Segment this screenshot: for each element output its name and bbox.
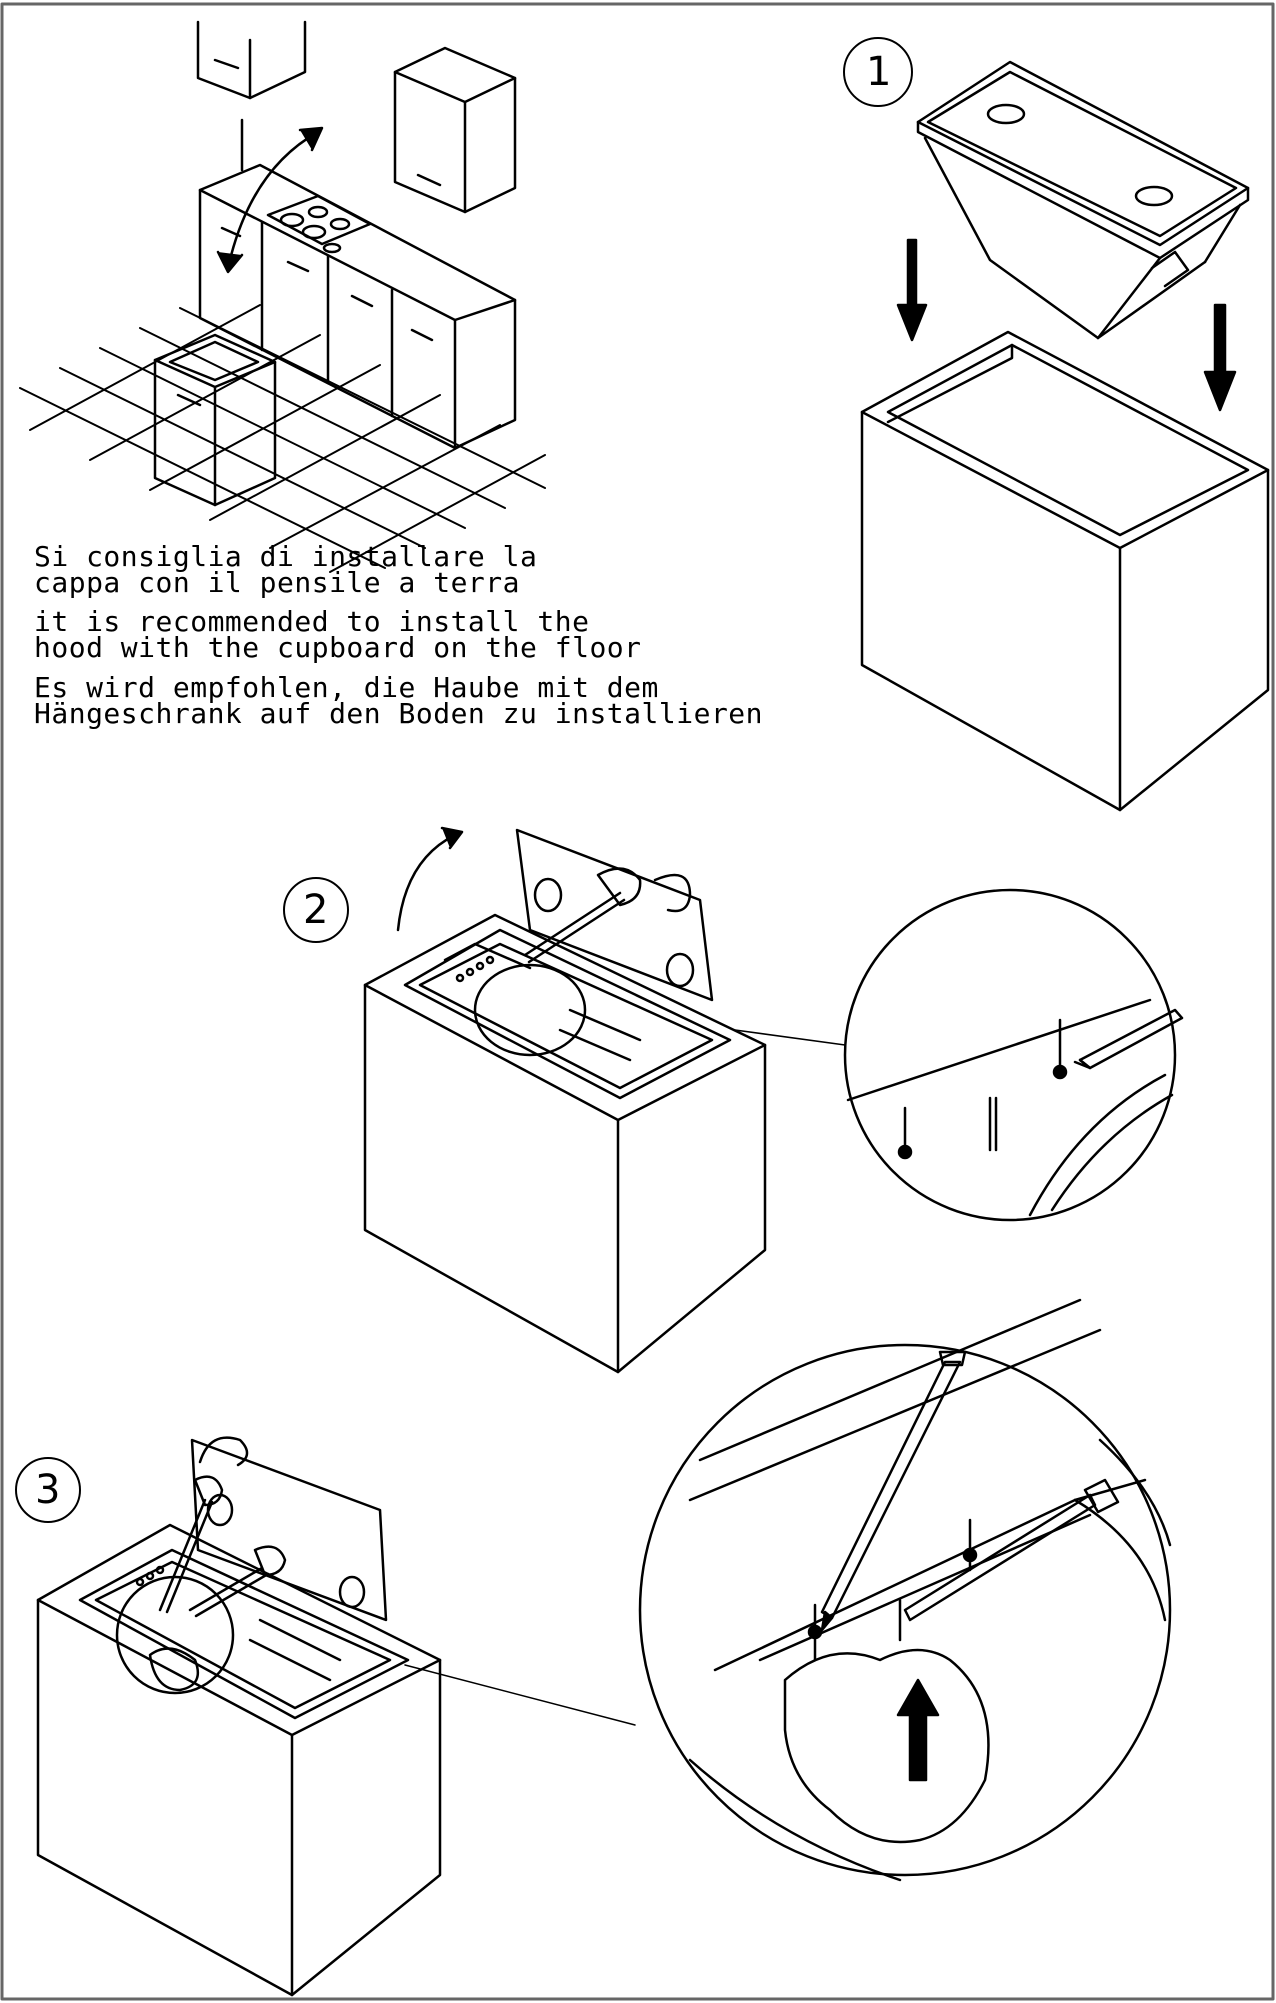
detail-circle-2 — [843, 888, 1184, 1222]
rotate-arrow-step3 — [198, 1436, 249, 1467]
caption-italian-line1: Si consiglia di installare la — [34, 540, 538, 573]
wall-cabinet-left — [196, 20, 307, 172]
cabinet-body-step3 — [36, 1523, 442, 1997]
move-arrow-curve — [226, 130, 320, 270]
panel-hole-3 — [206, 1493, 234, 1527]
step-3-number: 3 — [35, 1467, 61, 1513]
step-3-figure — [15, 1298, 1172, 1997]
screwdriver-step3b — [188, 1545, 287, 1618]
down-arrow-left — [896, 238, 928, 342]
cabinet-body-step1 — [860, 330, 1270, 812]
move-arrow-head-top — [298, 126, 324, 152]
step-2-number: 2 — [303, 887, 329, 933]
step-1-figure — [843, 37, 1270, 812]
step-2-figure — [283, 826, 1184, 1374]
leader-line-2 — [734, 1029, 846, 1046]
panel-hole-4 — [338, 1575, 366, 1609]
wall-cabinet-right — [393, 46, 517, 214]
panel-hole-2 — [665, 952, 695, 988]
screwdriver-step2 — [523, 867, 642, 964]
rotate-arrow-left — [396, 833, 457, 932]
down-arrow-right — [1203, 303, 1237, 412]
cabinet-body-step2 — [363, 913, 767, 1374]
hood-insert — [916, 60, 1250, 340]
caption-german-line1: Es wird empfohlen, die Haube mit dem — [34, 671, 659, 704]
caption-english-line2: hood with the cupboard on the floor — [34, 631, 642, 664]
kitchen-scene — [19, 20, 546, 573]
step-2-badge — [283, 877, 349, 943]
detail-circle-3 — [638, 1298, 1172, 1882]
floor-tiles — [19, 304, 546, 573]
caption-italian-line2: cappa con il pensile a terra — [34, 566, 521, 599]
filter-panel-step3 — [190, 1438, 388, 1622]
step-3-badge — [15, 1457, 81, 1523]
filter-panel — [515, 828, 714, 1002]
step-1-badge — [843, 37, 913, 107]
step-1-number: 1 — [866, 49, 892, 95]
base-cabinets — [198, 163, 517, 450]
leader-line-3 — [404, 1664, 636, 1726]
panel-hole-1 — [533, 877, 563, 913]
caption-english-line1: it is recommended to install the — [34, 605, 590, 638]
rotate-arrow-right — [653, 873, 692, 913]
cupboard-on-floor — [153, 333, 277, 507]
screwdriver-step3a — [158, 1475, 224, 1614]
move-arrow-head-bottom — [216, 250, 244, 274]
caption-german-line2: Hängeschrank auf den Boden zu installier… — [34, 697, 764, 730]
